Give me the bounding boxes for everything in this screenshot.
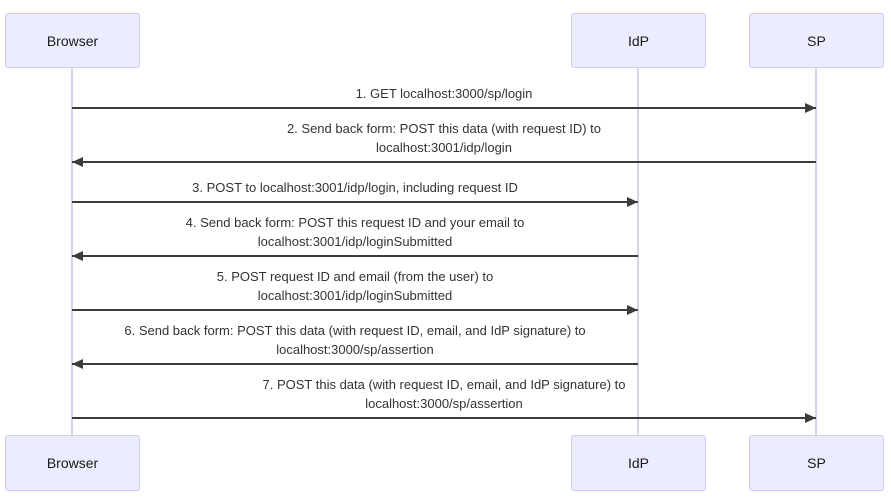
message-line-2 <box>72 161 816 163</box>
message-text-line: 3. POST to localhost:3001/idp/login, inc… <box>192 180 518 195</box>
message-arrowhead-6 <box>72 359 83 369</box>
message-arrowhead-2 <box>72 157 83 167</box>
actor-label: SP <box>807 32 826 49</box>
message-text-2: 2. Send back form: POST this data (with … <box>144 119 744 157</box>
message-line-1 <box>72 107 816 109</box>
message-text-line: localhost:3000/sp/assertion <box>276 342 434 357</box>
message-text-4: 4. Send back form: POST this request ID … <box>55 213 655 251</box>
message-line-6 <box>72 363 638 365</box>
message-text-3: 3. POST to localhost:3001/idp/login, inc… <box>55 178 655 197</box>
message-text-1: 1. GET localhost:3000/sp/login <box>144 84 744 103</box>
message-text-line: 6. Send back form: POST this data (with … <box>124 323 586 338</box>
message-line-7 <box>72 417 816 419</box>
message-text-line: localhost:3000/sp/assertion <box>365 396 523 411</box>
actor-top-browser: Browser <box>5 13 140 68</box>
actor-bottom-sp: SP <box>749 435 884 491</box>
message-text-5: 5. POST request ID and email (from the u… <box>55 267 655 305</box>
message-text-line: 5. POST request ID and email (from the u… <box>216 269 494 284</box>
message-arrowhead-4 <box>72 251 83 261</box>
message-line-3 <box>72 201 638 203</box>
actor-label: Browser <box>46 455 99 471</box>
lifeline-sp <box>815 68 817 435</box>
message-arrowhead-1 <box>805 103 816 113</box>
actor-label: IdP <box>627 32 649 49</box>
message-text-6: 6. Send back form: POST this data (with … <box>55 321 655 359</box>
actor-top-idp: IdP <box>571 13 706 68</box>
actor-label: SP <box>807 455 826 471</box>
message-arrowhead-5 <box>627 305 638 315</box>
message-arrowhead-7 <box>805 413 816 423</box>
message-text-line: 2. Send back form: POST this data (with … <box>286 121 602 136</box>
actor-bottom-idp: IdP <box>571 435 706 491</box>
message-text-line: localhost:3001/idp/login <box>376 140 512 155</box>
message-line-4 <box>72 255 638 257</box>
message-text-line: 7. POST this data (with request ID, emai… <box>262 377 626 392</box>
actor-label: Browser <box>46 32 99 49</box>
actor-top-sp: SP <box>749 13 884 68</box>
actor-label: IdP <box>627 455 649 471</box>
message-line-5 <box>72 309 638 311</box>
message-text-line: localhost:3001/idp/loginSubmitted <box>257 288 453 303</box>
message-text-7: 7. POST this data (with request ID, emai… <box>144 375 744 413</box>
message-text-line: localhost:3001/idp/loginSubmitted <box>257 234 453 249</box>
message-arrowhead-3 <box>627 197 638 207</box>
actor-bottom-browser: Browser <box>5 435 140 491</box>
lifeline-idp <box>637 68 639 435</box>
message-text-line: 1. GET localhost:3000/sp/login <box>355 86 533 101</box>
message-text-line: 4. Send back form: POST this request ID … <box>185 215 525 230</box>
